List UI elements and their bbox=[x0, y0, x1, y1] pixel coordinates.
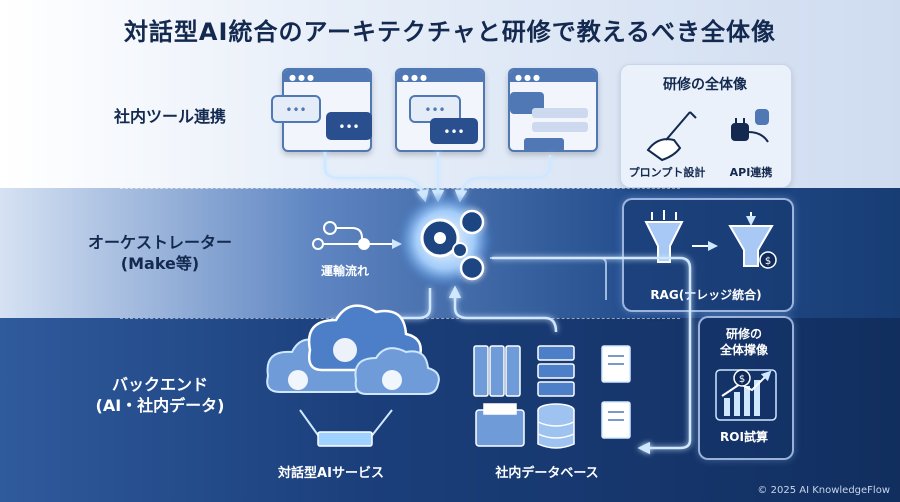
page-title: 対話型AI統合のアーキテクチャと研修で教えるべき全体像 bbox=[123, 18, 777, 46]
chat-bubbles-icon: ••• ••• ••• ••• bbox=[271, 92, 588, 152]
database-label: 社内データベース bbox=[495, 466, 599, 481]
plug-icon bbox=[731, 109, 769, 143]
svg-text:•••: ••• bbox=[285, 103, 306, 117]
svg-text:•••: ••• bbox=[443, 125, 464, 139]
pen-hand-icon bbox=[646, 111, 697, 162]
band-divider-top bbox=[120, 188, 680, 189]
file-drawer-icon bbox=[475, 403, 525, 447]
row-label-backend: バックエンド (AI・社内データ) bbox=[60, 374, 260, 416]
svg-text:$: $ bbox=[739, 374, 745, 385]
flow-label: 運輸流れ bbox=[320, 264, 369, 278]
server-icon bbox=[537, 345, 575, 397]
document-icons bbox=[601, 345, 631, 439]
rag-label: RAG(ナレッジ統合) bbox=[650, 288, 762, 302]
rag-funnels-icon: $ bbox=[644, 210, 777, 269]
ai-service-label: 対話型AIサービス bbox=[278, 466, 384, 481]
row-label-backend-line1: バックエンド bbox=[111, 375, 208, 394]
binders-icon bbox=[473, 345, 521, 397]
svg-text:$: $ bbox=[765, 256, 771, 267]
roi-chart-icon: $ bbox=[715, 369, 777, 421]
row-label-orchestrator-line1: オーケストレーター bbox=[87, 233, 232, 252]
ai-brain-cloud-icon bbox=[266, 304, 440, 447]
training-panel-title: 研修の全体像 bbox=[663, 77, 747, 93]
row-label-tools: 社内ツール連携 bbox=[113, 107, 226, 126]
training-item-api: API連携 bbox=[729, 166, 773, 179]
database-icon bbox=[537, 403, 575, 449]
row-label-orchestrator-line2: (Make等) bbox=[120, 254, 200, 273]
row-label-orchestrator: オーケストレーター (Make等) bbox=[60, 232, 260, 274]
tools-to-hub-arrows bbox=[323, 152, 552, 203]
roi-panel-title-line2: 全体撑像 bbox=[719, 343, 768, 357]
copyright-footer: © 2025 AI KnowledgeFlow bbox=[757, 485, 890, 496]
roi-label: ROI試算 bbox=[720, 430, 768, 444]
roi-panel-title: 研修の 全体撑像 bbox=[698, 326, 790, 358]
row-label-backend-line2: (AI・社内データ) bbox=[95, 396, 225, 415]
roi-panel-title-line1: 研修の bbox=[725, 327, 762, 341]
orchestrator-hub bbox=[397, 192, 493, 288]
workflow-nodes-icon bbox=[312, 221, 402, 250]
svg-text:•••: ••• bbox=[338, 120, 359, 134]
training-overview-panel bbox=[620, 64, 792, 188]
hub-rag-return bbox=[490, 257, 607, 300]
svg-text:•••: ••• bbox=[424, 103, 445, 117]
training-item-prompt-design: プロンプト設計 bbox=[628, 166, 706, 179]
